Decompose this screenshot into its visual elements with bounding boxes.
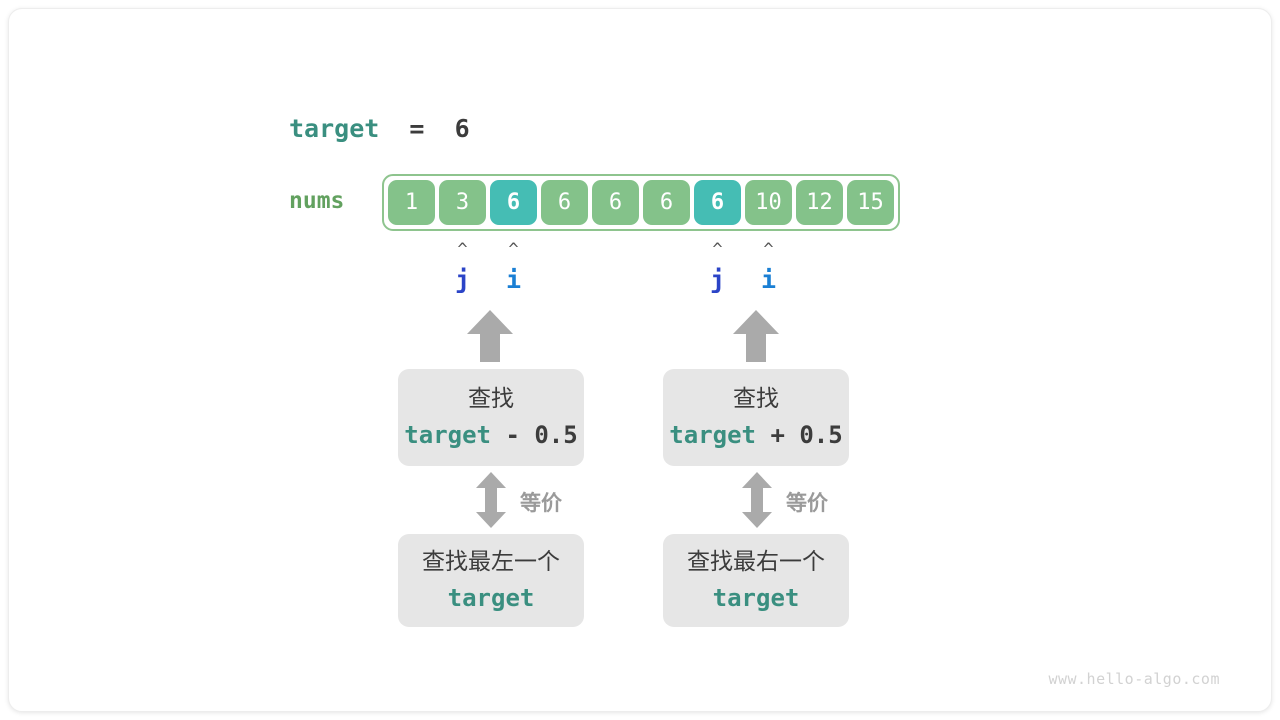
watermark: www.hello-algo.com <box>1048 670 1220 688</box>
array-cell: 6 <box>643 180 690 225</box>
right-bottom-box-target: target <box>712 584 800 613</box>
left-top-box: 查找 target - 0.5 <box>398 369 584 466</box>
array-cell: 15 <box>847 180 894 225</box>
equivalence-arrow-left <box>476 472 506 528</box>
equivalence-label-left: 等价 <box>520 491 562 515</box>
right-bottom-box-line1: 查找最右一个 <box>687 548 825 575</box>
up-arrow-right <box>733 310 779 362</box>
target-value: 6 <box>454 113 470 143</box>
right-top-box-line1: 查找 <box>733 385 779 412</box>
up-arrow-left <box>467 310 513 362</box>
pointer-caret-j: ^ <box>457 240 468 260</box>
equivalence-label-right: 等价 <box>786 491 828 515</box>
array-cell: 6 <box>490 180 537 225</box>
pointer-label-j: j <box>454 265 471 294</box>
array-cell: 12 <box>796 180 843 225</box>
array-cell: 3 <box>439 180 486 225</box>
pointer-caret-i: ^ <box>763 240 774 260</box>
pointer-caret-j: ^ <box>712 240 723 260</box>
right-top-box-expression: target + 0.5 <box>669 421 842 450</box>
pointer-label-i: i <box>760 265 777 294</box>
pointer-caret-i: ^ <box>508 240 519 260</box>
right-top-box: 查找 target + 0.5 <box>663 369 849 466</box>
left-top-expr-rest: - 0.5 <box>491 421 578 450</box>
array-cell: 1 <box>388 180 435 225</box>
left-bottom-box: 查找最左一个 target <box>398 534 584 627</box>
array-cell: 10 <box>745 180 792 225</box>
array-cell: 6 <box>694 180 741 225</box>
right-top-expr-rest: + 0.5 <box>756 421 843 450</box>
left-top-box-line1: 查找 <box>468 385 514 412</box>
left-bottom-box-line1: 查找最左一个 <box>422 548 560 575</box>
array-cell: 6 <box>541 180 588 225</box>
left-bottom-box-target: target <box>447 584 535 613</box>
target-expression: target = 6 <box>289 110 470 146</box>
equivalence-arrow-right <box>742 472 772 528</box>
array-cell: 6 <box>592 180 639 225</box>
equals-glyph: = <box>409 113 425 143</box>
right-top-expr-name: target <box>669 421 756 450</box>
page-frame <box>8 8 1272 712</box>
pointer-label-j: j <box>709 265 726 294</box>
equals-sign <box>379 114 409 143</box>
nums-label: nums <box>289 188 345 214</box>
pointer-label-i: i <box>505 265 522 294</box>
left-top-expr-name: target <box>404 421 491 450</box>
left-top-box-expression: target - 0.5 <box>404 421 577 450</box>
spacer <box>424 114 454 143</box>
target-keyword: target <box>289 113 380 143</box>
right-bottom-box: 查找最右一个 target <box>663 534 849 627</box>
